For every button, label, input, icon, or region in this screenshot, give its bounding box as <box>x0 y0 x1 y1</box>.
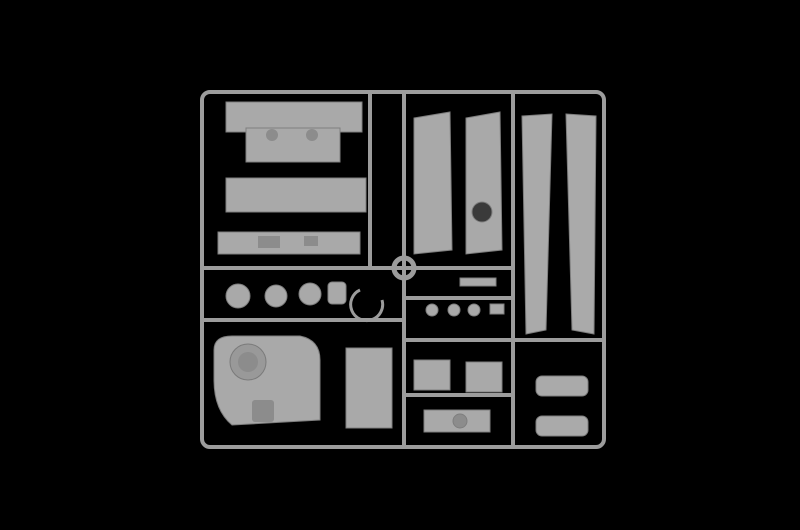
turret-side-part <box>345 347 393 429</box>
small-detail-parts <box>413 277 505 433</box>
hull-plate-part <box>225 177 367 213</box>
track-strips <box>521 113 597 335</box>
cylinder-parts <box>535 375 589 437</box>
round-parts-row <box>225 281 385 323</box>
side-hull-panels <box>413 111 503 255</box>
hull-deck-part <box>225 101 363 133</box>
upper-left-hull-parts <box>217 101 367 255</box>
hull-deck-part <box>245 127 341 163</box>
turret-parts <box>213 335 393 429</box>
hull-rear-part <box>217 231 361 255</box>
